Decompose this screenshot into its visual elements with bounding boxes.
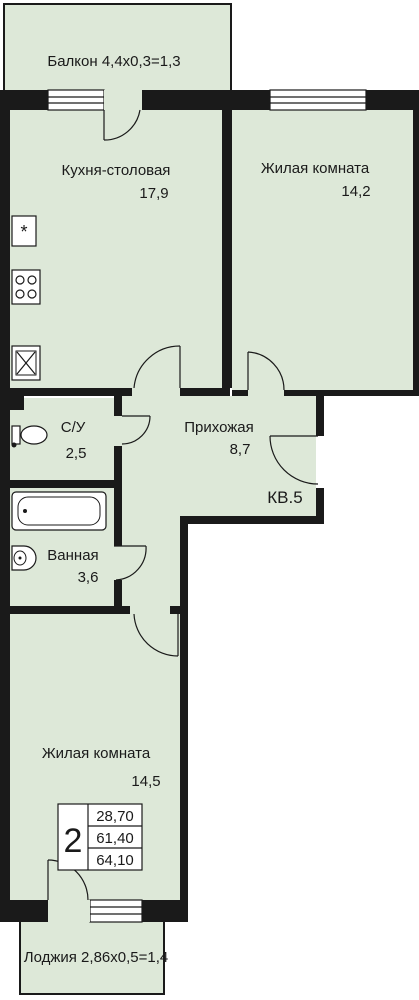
stove-icon bbox=[11, 269, 41, 305]
windows bbox=[47, 89, 367, 923]
total-area-value: 61,40 bbox=[96, 830, 134, 847]
entrance-door[interactable] bbox=[269, 435, 324, 488]
living-area-value: 28,70 bbox=[96, 808, 134, 825]
window-living-room-1 bbox=[269, 89, 367, 111]
living-room-2-name: Жилая комната bbox=[42, 745, 151, 762]
kitchen-area bbox=[10, 110, 222, 388]
total-with-loggia-value: 64,10 bbox=[96, 852, 134, 869]
balcony-label: Балкон 4,4х0,3=1,3 bbox=[47, 53, 180, 70]
washbasin-icon bbox=[11, 545, 37, 571]
toilet-icon bbox=[11, 425, 48, 448]
loggia-outline bbox=[19, 922, 165, 995]
su-door[interactable] bbox=[114, 415, 151, 446]
bath-name: Ванная bbox=[47, 547, 98, 564]
loggia-area bbox=[20, 922, 164, 994]
walls bbox=[0, 90, 419, 922]
hallway-name: Прихожая bbox=[184, 419, 254, 436]
loggia-door[interactable] bbox=[47, 859, 90, 922]
living-room-1-door[interactable] bbox=[247, 351, 285, 396]
bath-area-value: 3,6 bbox=[78, 569, 99, 586]
kitchen-name: Кухня-столовая bbox=[62, 162, 171, 179]
living-room-1-name: Жилая комната bbox=[261, 160, 370, 177]
doors bbox=[47, 90, 324, 922]
loggia-label: Лоджия 2,86х0,5=1,4 bbox=[24, 949, 168, 966]
kitchen-area-value: 17,9 bbox=[139, 185, 168, 202]
hallway-area-value: 8,7 bbox=[230, 441, 251, 458]
bathtub-icon bbox=[11, 491, 107, 531]
balcony-outline bbox=[3, 3, 232, 90]
window-kitchen bbox=[47, 89, 105, 111]
living-room-1-area-value: 14,2 bbox=[341, 183, 370, 200]
living-room-2-area-value: 14,5 bbox=[131, 773, 160, 790]
apartment-number: КВ.5 bbox=[267, 488, 302, 507]
room-count: 2 bbox=[64, 822, 83, 860]
area-summary-box: 2 28,70 61,40 64,10 bbox=[57, 803, 143, 871]
fridge-icon: * bbox=[11, 215, 37, 247]
sink-icon bbox=[11, 345, 41, 381]
kitchen-door[interactable] bbox=[132, 345, 181, 396]
living-room-1-area bbox=[232, 110, 413, 392]
bath-door[interactable] bbox=[114, 545, 147, 581]
balcony-door[interactable] bbox=[103, 90, 142, 141]
living-room-2-door[interactable] bbox=[130, 606, 179, 657]
window-living-room-2 bbox=[89, 899, 143, 923]
balcony-area bbox=[4, 4, 231, 90]
svg-text:*: * bbox=[20, 222, 27, 242]
bathroom-su-name: С/У bbox=[61, 419, 86, 436]
bathroom-su-area-value: 2,5 bbox=[66, 445, 87, 462]
